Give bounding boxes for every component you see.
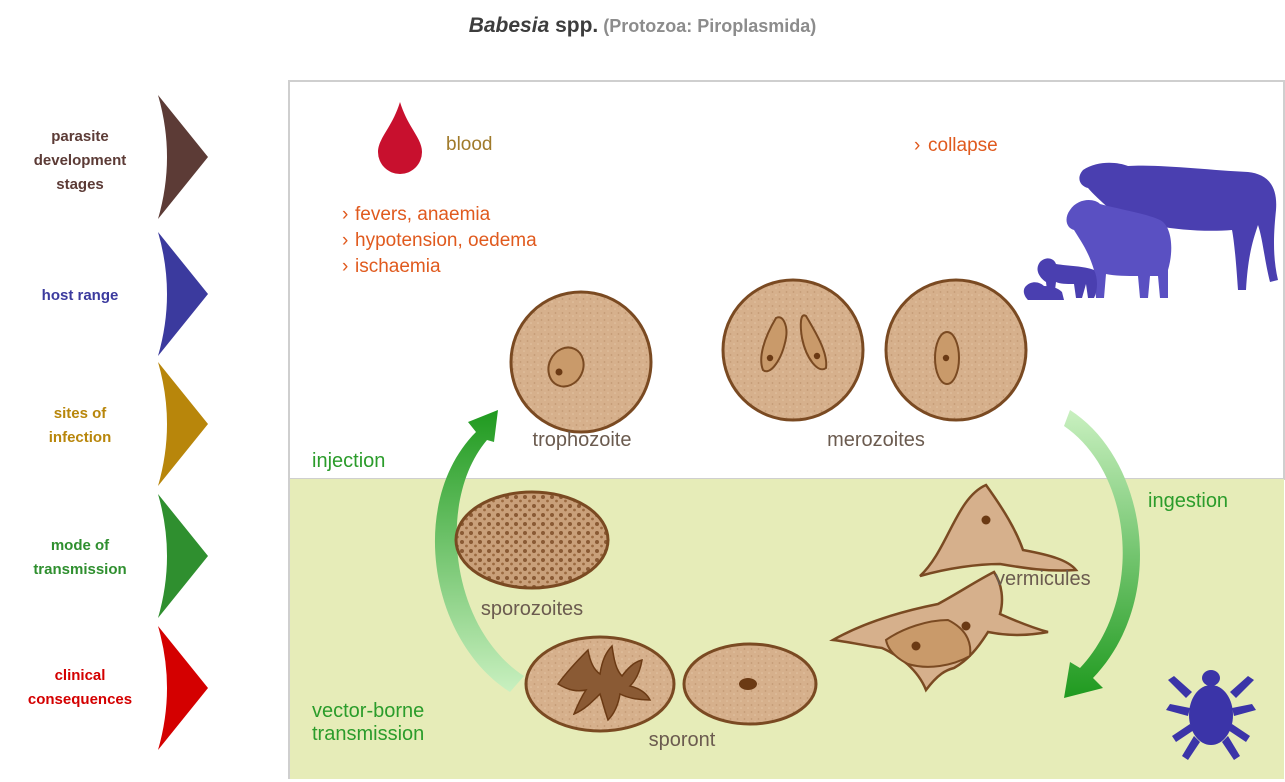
merozoite-cell-2 <box>886 280 1026 420</box>
sporont-cell-1 <box>526 637 674 731</box>
stage-vermicules-label: vermicules <box>995 568 1091 590</box>
page-title: Babesia spp. (Protozoa: Piroplasmida) <box>0 14 1285 38</box>
legend-line: stages <box>10 173 150 197</box>
title-taxonomy: (Protozoa: Piroplasmida) <box>598 16 816 36</box>
stage-trophozoite-label: trophozoite <box>533 429 632 451</box>
legend-line: development <box>10 149 150 173</box>
legend-sites-infection: sites of infection <box>0 362 215 487</box>
merozoite-cell-1 <box>723 280 863 420</box>
stage-merozoites-label: merozoites <box>827 429 925 451</box>
symptom-collapse: collapse <box>928 135 998 156</box>
symptom-marker: › <box>914 135 920 156</box>
legend-line: parasite <box>10 125 150 149</box>
legend-label-mode-transmission: mode of transmission <box>10 534 150 582</box>
legend-label-parasite-stages: parasite development stages <box>10 125 150 197</box>
legend-line: clinical <box>10 664 150 688</box>
legend-label-host-range: host range <box>10 284 150 308</box>
title-genus: Babesia <box>469 14 550 37</box>
legend-clinical-consequences: clinical consequences <box>0 626 215 751</box>
legend-label-clinical-consequences: clinical consequences <box>10 664 150 712</box>
symptom-marker: › <box>342 256 348 277</box>
mode-injection-label: injection <box>312 450 385 472</box>
legend-host-range: host range <box>0 232 215 357</box>
mode-vector-line-1: vector-borne <box>312 700 424 722</box>
legend-line: infection <box>10 426 150 450</box>
legend-line: transmission <box>10 558 150 582</box>
symptom-2: hypotension, oedema <box>355 230 537 251</box>
mode-ingestion-label: ingestion <box>1148 490 1228 512</box>
legend-line: sites of <box>10 402 150 426</box>
symptom-marker: › <box>342 204 348 225</box>
symptom-1: fevers, anaemia <box>355 204 491 225</box>
legend-line: consequences <box>10 688 150 712</box>
title-spp: spp. <box>549 14 598 37</box>
mode-vector-line-2: transmission <box>312 723 424 745</box>
stage-sporont-label: sporont <box>649 729 716 751</box>
trophozoite-cell <box>511 292 651 432</box>
legend-line: host range <box>10 284 150 308</box>
symptom-marker: › <box>342 230 348 251</box>
legend-label-sites-infection: sites of infection <box>10 402 150 450</box>
life-cycle-diagram: blood › fevers, anaemia › hypotension, o… <box>288 80 1285 780</box>
stage-sporozoites-label: sporozoites <box>481 598 583 620</box>
site-blood-label: blood <box>446 134 493 155</box>
sporozoites-cell <box>456 492 608 588</box>
legend-parasite-stages: parasite development stages <box>0 95 215 220</box>
symptom-3: ischaemia <box>355 256 441 277</box>
legend-line: mode of <box>10 534 150 558</box>
sporont-cell-2 <box>684 644 816 724</box>
legend-mode-transmission: mode of transmission <box>0 494 215 619</box>
